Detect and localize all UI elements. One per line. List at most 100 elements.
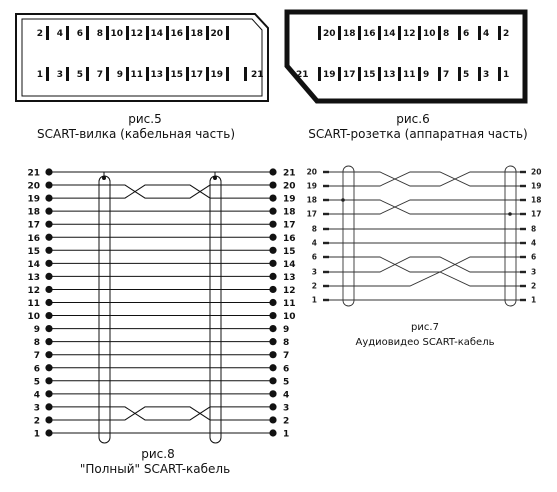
fig6-pin-label: 11 <box>403 70 416 80</box>
fig8-crossed-wire <box>49 184 273 199</box>
fig6-pin-label: 10 <box>423 29 436 39</box>
fig6-pin-label: 16 <box>363 29 376 39</box>
fig6-pin-contact <box>338 67 341 81</box>
fig6-pin-contact <box>498 67 501 81</box>
fig6-pin-label: 19 <box>323 70 336 80</box>
fig5-pin-label: 18 <box>190 29 203 39</box>
fig6-pin-label: 5 <box>463 70 469 80</box>
fig5-pin-contact <box>226 67 229 81</box>
fig6-pin-contact <box>398 26 401 40</box>
fig6-pin-contact <box>378 67 381 81</box>
fig8-terminal <box>269 390 277 398</box>
fig7-pin-label-left: 19 <box>307 182 317 191</box>
fig6-pin-label: 17 <box>343 70 356 80</box>
fig8-pin-label-left: 1 <box>34 430 40 440</box>
fig7-terminal <box>323 227 329 231</box>
fig8-terminal <box>45 233 53 241</box>
fig8-crossed-wire <box>49 406 273 421</box>
fig8-terminal <box>269 272 277 280</box>
fig8-terminal <box>269 259 277 267</box>
fig5-pin-label: 6 <box>77 29 83 39</box>
fig6-pin-contact <box>478 26 481 40</box>
fig7-terminal <box>520 270 526 274</box>
fig6-pin-contact <box>418 26 421 40</box>
fig7-pin-label-right: 18 <box>531 196 541 205</box>
fig7-pin-label-left: 3 <box>312 268 317 277</box>
fig6-pin-contact <box>458 26 461 40</box>
fig7-pin-label-left: 1 <box>312 296 317 305</box>
fig7-pin-label-right: 20 <box>531 168 541 177</box>
fig6-pin-label: 15 <box>363 70 376 80</box>
fig8-terminal <box>45 351 53 359</box>
fig8-pin-label-right: 19 <box>283 195 296 205</box>
fig8-terminal <box>269 207 277 215</box>
fig6-caption: рис.6 <box>396 112 429 126</box>
fig8-terminal <box>45 272 53 280</box>
fig8-pin-label-left: 10 <box>27 312 40 322</box>
fig5-connector-outline <box>15 13 269 102</box>
fig8-terminal <box>269 168 277 176</box>
fig7-terminal <box>520 170 526 174</box>
fig8-pin-label-left: 9 <box>34 325 40 335</box>
fig5-pin-label: 17 <box>190 70 203 80</box>
fig8-pin-label-right: 4 <box>283 390 289 400</box>
fig6-pin-contact <box>438 67 441 81</box>
fig7-terminal <box>520 198 526 202</box>
fig5-pin-label: 20 <box>210 29 223 39</box>
fig7-terminal <box>520 212 526 216</box>
fig7-pin-label-right: 17 <box>531 210 541 219</box>
fig6-pin-label: 13 <box>383 70 396 80</box>
fig5-pin-label: 7 <box>97 70 103 80</box>
fig8-pin-label-left: 5 <box>34 377 40 387</box>
fig7-pin-label-left: 2 <box>312 282 317 291</box>
fig8-terminal <box>269 325 277 333</box>
fig7-terminal <box>520 227 526 231</box>
fig8-terminal <box>269 351 277 359</box>
fig6-pin-label: 7 <box>443 70 449 80</box>
fig8-pin-label-left: 20 <box>27 182 40 192</box>
fig7-pin-label-left: 20 <box>307 168 317 177</box>
fig7-terminal <box>323 298 329 302</box>
fig8-terminal <box>45 403 53 411</box>
fig5-pin-contact <box>86 26 89 40</box>
fig8-pin-label-left: 18 <box>27 208 40 218</box>
fig8-terminal <box>45 338 53 346</box>
fig6-connector-outline <box>284 9 528 104</box>
fig5-pin-contact <box>186 67 189 81</box>
fig5-pin-contact <box>166 26 169 40</box>
fig6-pin-label: 18 <box>343 29 356 39</box>
fig7-terminal <box>323 212 329 216</box>
fig8-pin-label-right: 2 <box>283 416 289 426</box>
fig7-pin-label-right: 6 <box>531 253 536 262</box>
fig5-connector-inner-outline <box>21 18 263 97</box>
fig8-pin-label-left: 16 <box>27 234 40 244</box>
fig8-pin-label-right: 14 <box>283 260 296 270</box>
fig5-pin-contact <box>146 67 149 81</box>
fig7-crossed-wire <box>326 199 523 215</box>
fig8-pin-label-right: 18 <box>283 208 296 218</box>
fig6-pin-label: 8 <box>443 29 449 39</box>
fig5-subcaption: SCART-вилка (кабельная часть) <box>37 127 235 141</box>
fig5-pin-contact <box>146 26 149 40</box>
fig6-pin-label: 9 <box>423 70 429 80</box>
fig8-terminal <box>45 416 53 424</box>
fig8-terminal <box>45 311 53 320</box>
fig8-terminal <box>45 246 53 254</box>
fig5-caption: рис.5 <box>128 112 161 126</box>
fig6-pin-contact <box>458 67 461 81</box>
fig7-terminal <box>520 255 526 259</box>
fig7-shield-junction <box>508 212 512 216</box>
fig5-pin-contact <box>186 26 189 40</box>
fig5-pin-contact <box>226 26 229 40</box>
fig5-pin-contact <box>126 26 129 40</box>
fig8-pin-label-right: 6 <box>283 364 289 374</box>
fig8-shield <box>209 175 222 444</box>
fig8-terminal <box>269 285 277 294</box>
fig8-pin-label-left: 4 <box>34 390 40 400</box>
fig6-pin-contact <box>318 26 321 40</box>
fig8-pin-label-right: 8 <box>283 338 289 348</box>
fig7-crossed-wire <box>326 171 523 187</box>
